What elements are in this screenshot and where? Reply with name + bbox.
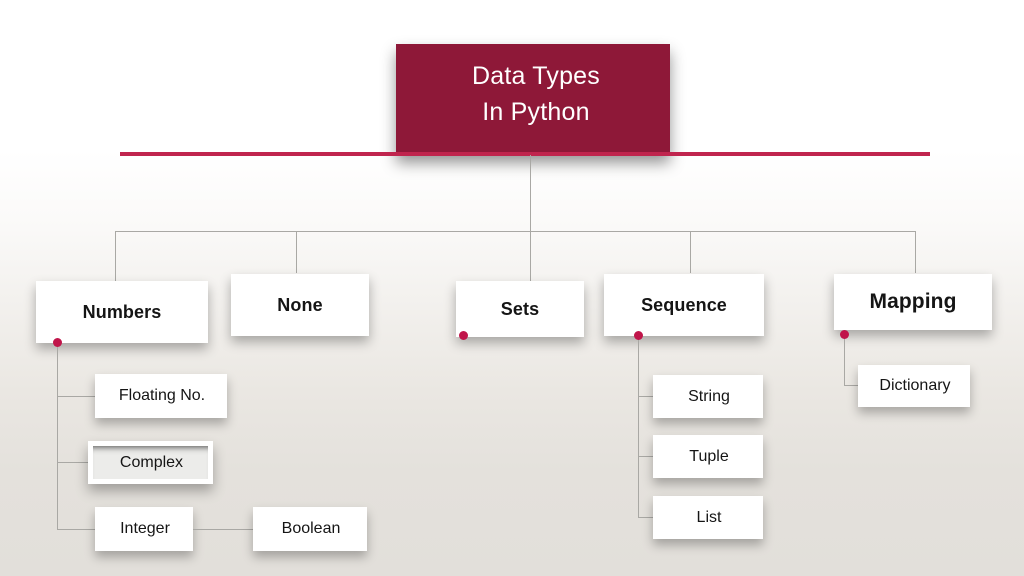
node-boolean-label: Boolean	[281, 520, 341, 537]
node-complex[interactable]: Complex	[88, 441, 213, 484]
node-complex-inner: Complex	[93, 446, 208, 479]
dot-sets	[459, 331, 468, 340]
node-string[interactable]: String	[653, 375, 763, 418]
title-card: Data Types In Python	[396, 44, 670, 155]
connector-numbers-spine	[57, 343, 58, 529]
connector-bus-horizontal	[115, 231, 916, 232]
title-line-2: In Python	[482, 98, 590, 126]
connector-numbers-to-floating	[57, 396, 95, 397]
node-string-label: String	[688, 387, 730, 405]
node-complex-label: Complex	[119, 453, 184, 471]
connector-sequence-to-tuple	[638, 456, 653, 457]
connector-drop-mapping	[915, 231, 916, 273]
connector-mapping-to-dictionary	[844, 385, 859, 386]
dot-numbers	[53, 338, 62, 347]
node-tuple[interactable]: Tuple	[653, 435, 763, 478]
node-mapping[interactable]: Mapping	[834, 274, 992, 330]
connector-numbers-to-complex	[57, 462, 88, 463]
node-sequence[interactable]: Sequence	[604, 274, 764, 336]
connector-drop-sequence	[690, 231, 691, 273]
node-sets-label: Sets	[500, 298, 540, 319]
connector-sequence-spine	[638, 336, 639, 518]
node-floating-no-label: Floating No.	[118, 387, 206, 404]
connector-mapping-spine	[844, 334, 845, 386]
node-sets[interactable]: Sets	[456, 281, 584, 337]
connector-numbers-to-integer	[57, 529, 95, 530]
node-mapping-label: Mapping	[869, 290, 957, 313]
node-integer[interactable]: Integer	[95, 507, 193, 551]
dot-sequence	[634, 331, 643, 340]
node-list[interactable]: List	[653, 496, 763, 539]
connector-sequence-to-list	[638, 517, 653, 518]
connector-drop-sets	[530, 231, 531, 281]
dot-mapping	[840, 330, 849, 339]
connector-integer-to-boolean	[193, 529, 253, 530]
node-floating-no[interactable]: Floating No.	[95, 374, 227, 418]
node-integer-label: Integer	[120, 520, 170, 537]
title-line-1: Data Types	[471, 62, 600, 90]
node-boolean[interactable]: Boolean	[253, 507, 367, 551]
connector-sequence-to-string	[638, 396, 653, 397]
connector-drop-none	[296, 231, 297, 273]
connector-drop-numbers	[115, 231, 116, 281]
node-dictionary-label: Dictionary	[879, 377, 951, 394]
node-list-label: List	[696, 508, 722, 526]
connector-trunk-vertical	[530, 155, 531, 232]
accent-rule	[120, 152, 930, 156]
node-tuple-label: Tuple	[689, 447, 729, 465]
node-dictionary[interactable]: Dictionary	[858, 365, 970, 407]
node-sequence-label: Sequence	[641, 294, 727, 315]
node-numbers-label: Numbers	[82, 301, 162, 322]
node-none[interactable]: None	[231, 274, 369, 336]
node-numbers[interactable]: Numbers	[36, 281, 208, 343]
node-none-label: None	[277, 294, 323, 315]
